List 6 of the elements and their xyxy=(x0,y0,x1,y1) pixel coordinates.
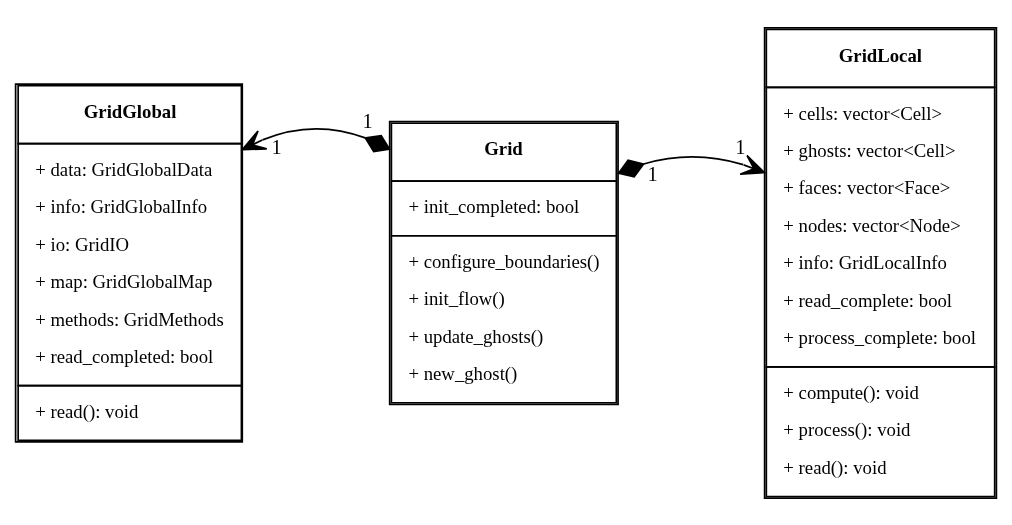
arrow xyxy=(241,127,391,153)
label: 1 xyxy=(271,135,282,158)
arrow xyxy=(617,154,766,178)
label: 1 xyxy=(735,135,746,158)
label: 1 xyxy=(647,162,658,185)
label: 1 xyxy=(362,109,373,132)
